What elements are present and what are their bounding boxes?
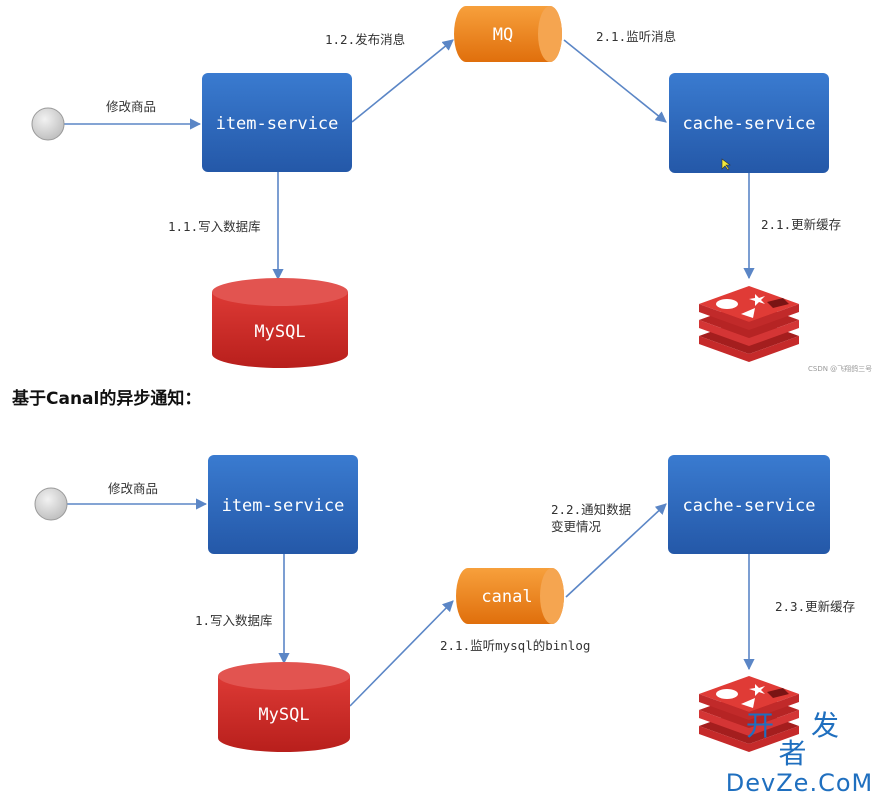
edge-label-modify-item-bottom: 修改商品 xyxy=(108,481,158,496)
devze-watermark-logo: 开 发 者 DevZe.CoM xyxy=(722,709,877,797)
edge-label-write-db-bottom: 1.写入数据库 xyxy=(195,613,273,628)
mysql-database-node-bottom: MySQL xyxy=(218,662,350,752)
edge-label-update-cache-bottom: 2.3.更新缓存 xyxy=(775,599,855,614)
item-service-label-bottom: item-service xyxy=(222,496,345,516)
watermark-logo-en: DevZe.CoM xyxy=(725,769,874,797)
cache-service-label-bottom: cache-service xyxy=(682,496,815,516)
watermark-logo-cn: 开 发 者 xyxy=(746,709,853,770)
edge-label-write-db: 1.1.写入数据库 xyxy=(168,219,261,234)
cache-service-label: cache-service xyxy=(682,114,815,134)
top-flow: item-service MQ cache-service MySQL xyxy=(31,6,841,368)
cache-service-node: cache-service xyxy=(669,73,829,173)
edge-label-update-cache: 2.1.更新缓存 xyxy=(761,217,841,232)
item-service-node-bottom: item-service xyxy=(208,455,358,554)
mouse-cursor-icon xyxy=(721,158,731,171)
edge-canal-to-cache-service xyxy=(565,503,667,598)
edge-item-service-to-mq xyxy=(351,39,454,123)
mq-queue-node: MQ xyxy=(454,6,562,62)
edge-label-modify-item: 修改商品 xyxy=(106,99,156,114)
user-node-bottom xyxy=(34,487,68,521)
architecture-diagram: item-service MQ cache-service MySQL xyxy=(31,6,855,752)
item-service-label: item-service xyxy=(216,114,339,134)
edge-label-notify-line2: 变更情况 xyxy=(551,519,602,534)
section-heading: 基于Canal的异步通知： xyxy=(12,389,202,409)
edge-label-notify-line1: 2.2.通知数据 xyxy=(551,502,631,517)
edge-label-publish-message: 1.2.发布消息 xyxy=(325,32,405,47)
mq-label: MQ xyxy=(493,25,513,45)
mysql-database-node: MySQL xyxy=(212,278,348,368)
cache-service-node-bottom: cache-service xyxy=(668,455,830,554)
redis-icon-bottom xyxy=(699,676,799,752)
edge-mq-to-cache-service xyxy=(563,39,667,123)
canal-label: canal xyxy=(481,587,532,607)
edge-label-listen-binlog: 2.1.监听mysql的binlog xyxy=(440,638,590,653)
item-service-node: item-service xyxy=(202,73,352,172)
user-node xyxy=(31,107,65,141)
edge-label-listen-message: 2.1.监听消息 xyxy=(596,29,676,44)
bottom-flow: item-service canal cache-service MySQL xyxy=(34,455,855,752)
edge-mysql-to-canal xyxy=(349,600,454,707)
mysql-label: MySQL xyxy=(254,322,305,342)
redis-icon xyxy=(699,286,799,362)
canal-queue-node: canal xyxy=(456,568,564,624)
mysql-label-bottom: MySQL xyxy=(258,705,309,725)
csdn-watermark: CSDN @飞翔鸽三号 xyxy=(808,365,873,373)
